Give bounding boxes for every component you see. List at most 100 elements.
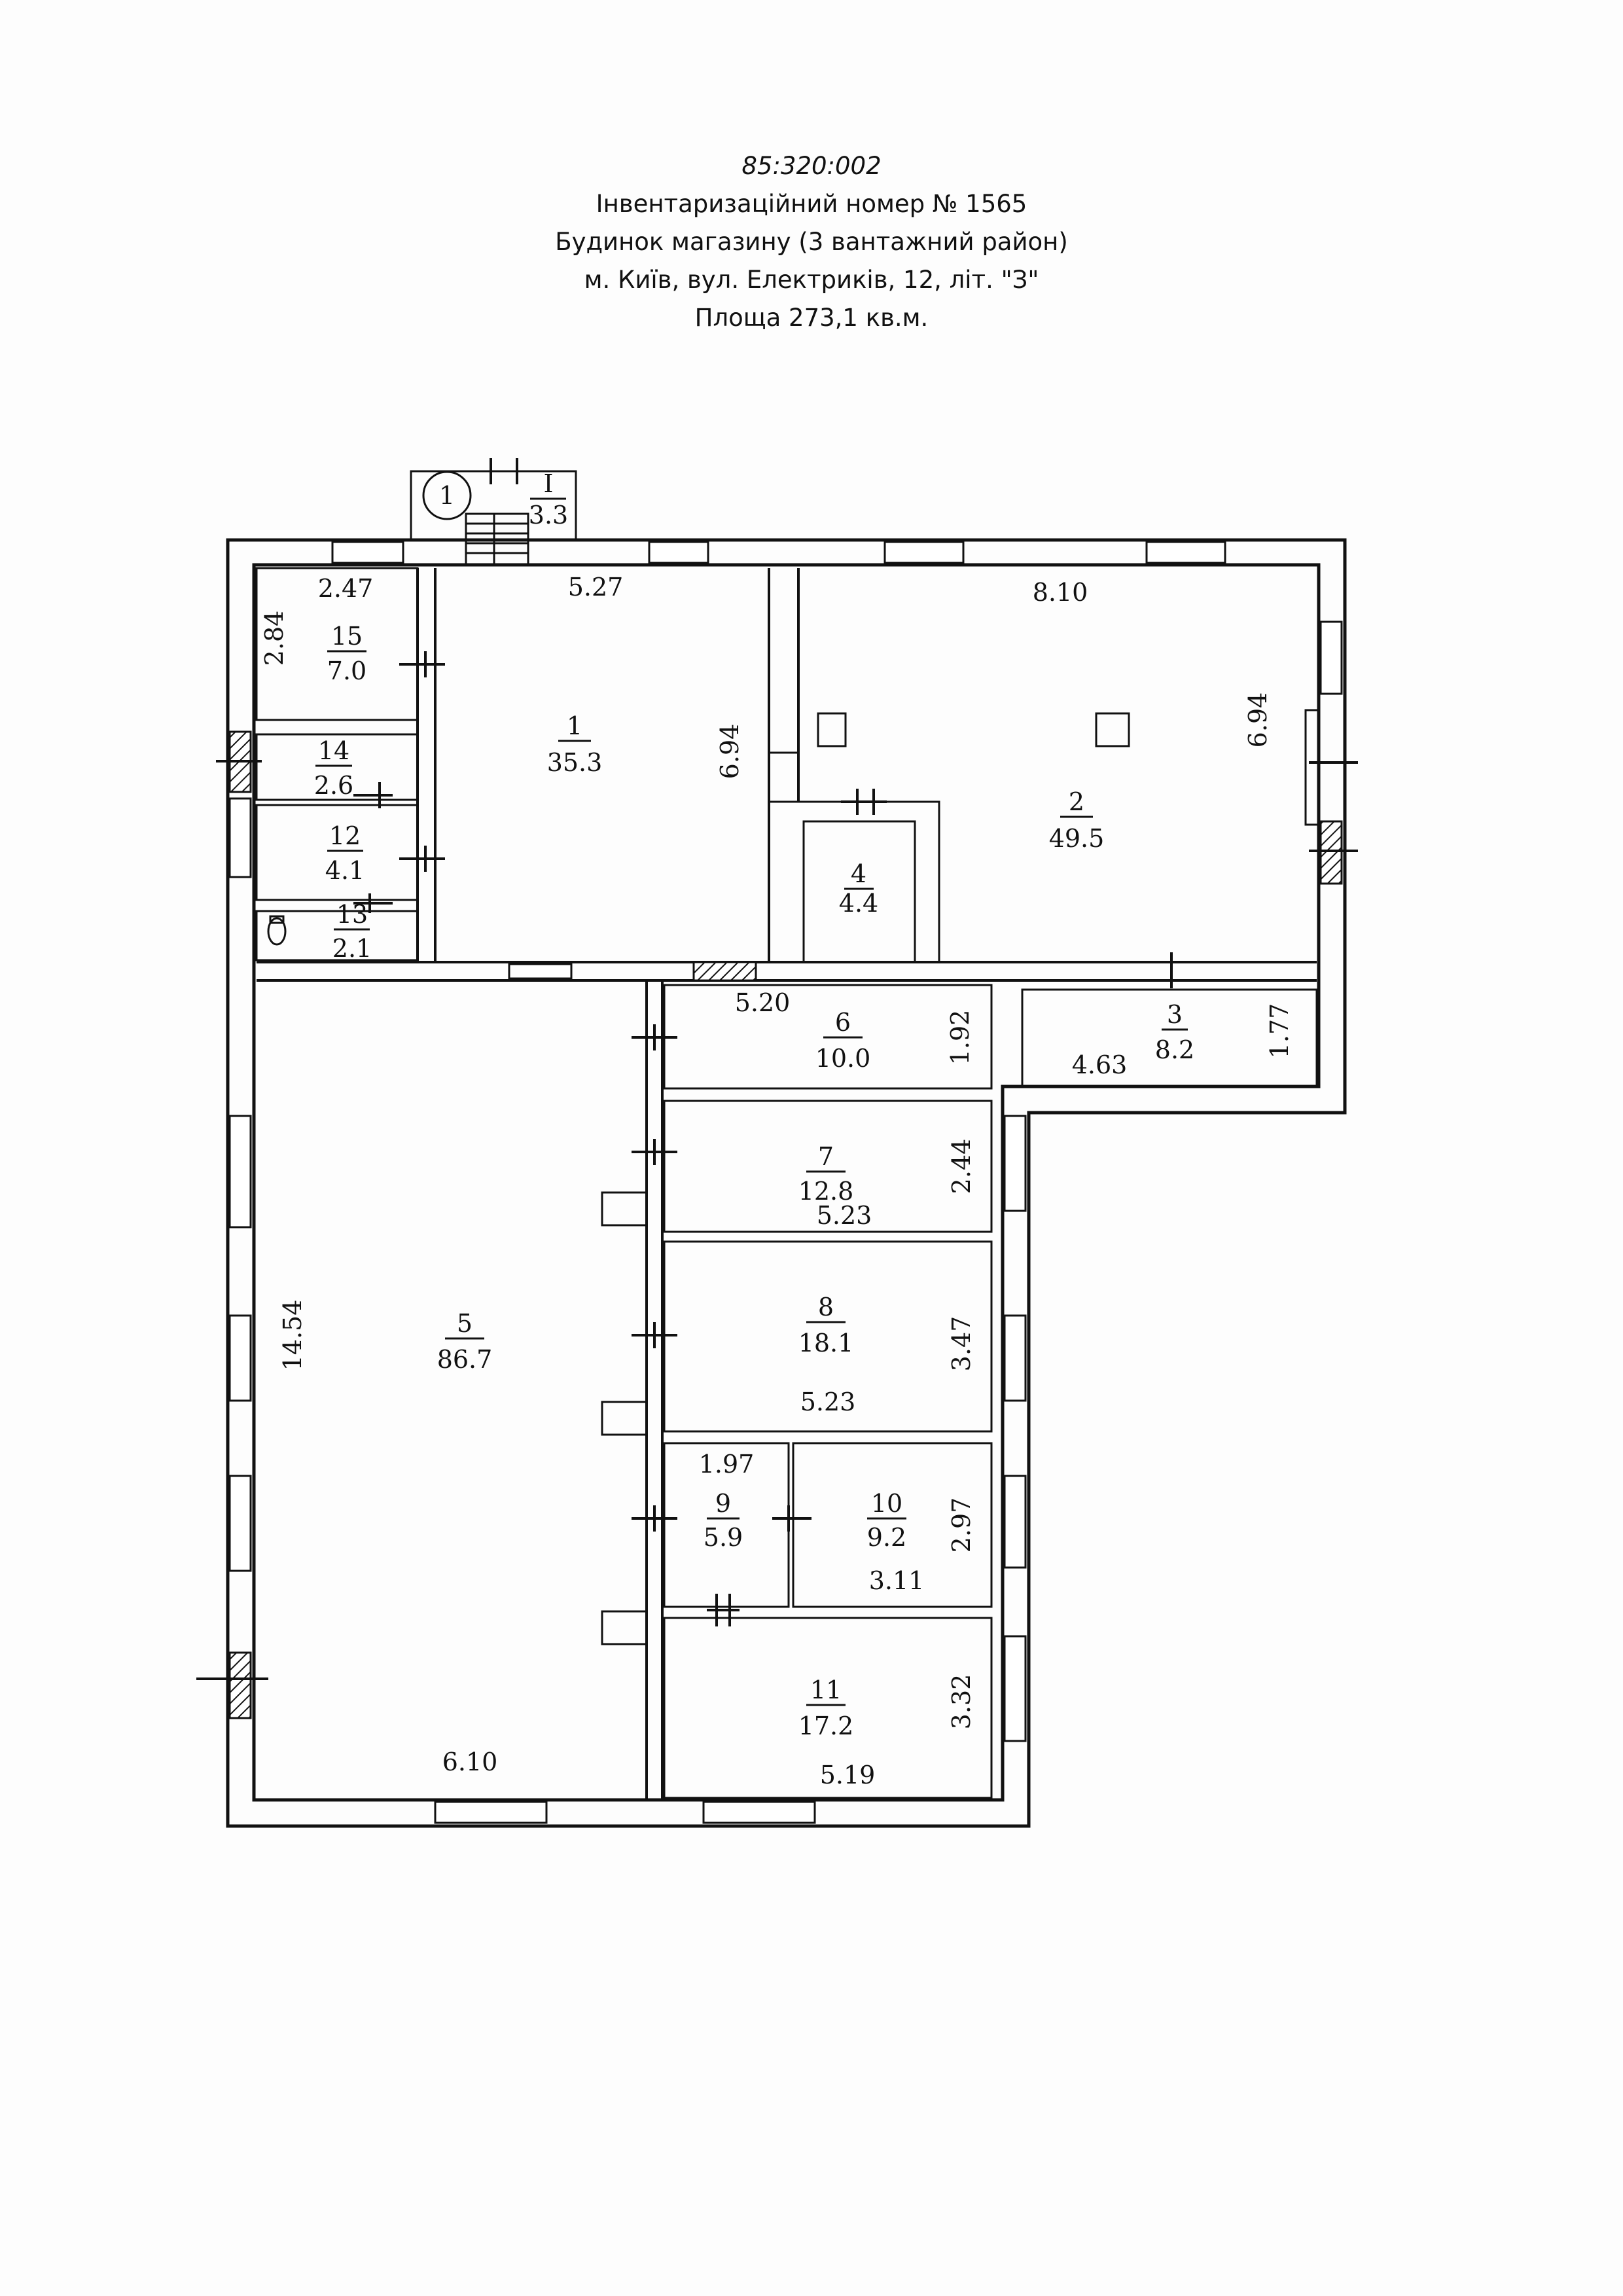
room-number: 12 <box>329 821 361 850</box>
window <box>1003 1115 1027 1212</box>
room-labels: 1 35.3 2 49.5 3 8.2 4 4.4 5 86.7 6 10.0 <box>314 469 1194 1740</box>
window <box>1003 1314 1027 1402</box>
room-5-label: 5 86.7 <box>437 1309 493 1374</box>
room-area: 4.1 <box>325 856 365 885</box>
room-number: 7 <box>818 1142 834 1171</box>
room-area: 7.0 <box>327 656 366 685</box>
room-6-label: 6 10.0 <box>815 1008 871 1073</box>
dimension-labels: 2.47 2.84 5.27 6.94 8.10 6.94 5.20 1.92 … <box>260 573 1294 1789</box>
window <box>508 963 573 980</box>
dimension: 6.94 <box>715 724 744 780</box>
room-7-label: 7 12.8 <box>798 1142 854 1206</box>
room-area: 2.1 <box>332 934 372 963</box>
room-area: 4.4 <box>839 889 878 918</box>
room-10-label: 10 9.2 <box>867 1489 906 1552</box>
room-11-label: 11 17.2 <box>798 1676 854 1740</box>
room-3-label: 3 8.2 <box>1155 1000 1194 1064</box>
interior-walls <box>255 567 1319 1800</box>
room-area: 10.0 <box>815 1044 871 1073</box>
window <box>331 541 404 564</box>
dimension: 3.47 <box>947 1316 976 1372</box>
dimension: 3.11 <box>869 1566 925 1595</box>
dimension: 2.97 <box>947 1498 976 1553</box>
room-12-label: 12 4.1 <box>325 821 365 885</box>
document-header: 85:320:002 Інвентаризаційний номер № 156… <box>0 147 1623 337</box>
dimension: 5.23 <box>800 1388 856 1416</box>
total-area: Площа 273,1 кв.м. <box>694 304 929 332</box>
entrance-marker-label: 1 <box>439 481 455 510</box>
toilet-icon <box>267 915 287 946</box>
room-9-label: 9 5.9 <box>704 1489 743 1552</box>
room-number: 1 <box>567 711 582 740</box>
room-number: 2 <box>1069 787 1084 816</box>
dimension: 14.54 <box>278 1300 307 1371</box>
dimension: 5.20 <box>735 988 791 1017</box>
dimension: 1.92 <box>946 1010 974 1066</box>
dimension: 2.44 <box>947 1139 976 1194</box>
window <box>1145 541 1226 564</box>
room-4-label: 4 4.4 <box>839 859 878 918</box>
room-area: 35.3 <box>547 748 603 777</box>
room-area: 8.2 <box>1155 1035 1194 1064</box>
room-area: 18.1 <box>798 1329 854 1357</box>
dimension: 1.97 <box>699 1450 755 1479</box>
window <box>1003 1475 1027 1569</box>
room-number: 4 <box>851 859 866 888</box>
room-number: 11 <box>810 1676 842 1704</box>
room-number: 3 <box>1167 1000 1183 1029</box>
window <box>228 1115 252 1229</box>
room-area: 12.8 <box>798 1177 854 1206</box>
room-area: 9.2 <box>867 1523 906 1552</box>
room-number: 6 <box>835 1008 851 1037</box>
room-2-label: 2 49.5 <box>1049 787 1105 853</box>
room-13-label: 13 2.1 <box>332 900 372 963</box>
room-area: 3.3 <box>529 501 568 529</box>
room-area: 5.9 <box>704 1523 743 1552</box>
inventory-number: Інвентаризаційний номер № 1565 <box>596 190 1027 218</box>
dimension: 4.63 <box>1072 1050 1128 1079</box>
dimension: 5.23 <box>817 1201 872 1230</box>
room-area: 86.7 <box>437 1345 493 1374</box>
room-15-label: 15 7.0 <box>327 622 366 685</box>
window <box>883 541 965 564</box>
windows <box>228 541 1343 1824</box>
room-14-label: 14 2.6 <box>314 736 353 800</box>
room-number: 8 <box>818 1293 834 1321</box>
entrance-marker-circle <box>422 471 472 520</box>
dimension: 3.32 <box>947 1674 976 1730</box>
door-marks <box>196 651 1358 1680</box>
cadastral-code: 85:320:002 <box>741 152 882 180</box>
room-number: 9 <box>715 1489 731 1518</box>
room-number: 15 <box>331 622 363 651</box>
room-1-label: 1 35.3 <box>547 711 603 777</box>
dimension: 6.94 <box>1243 692 1272 748</box>
room-number: 10 <box>871 1489 902 1518</box>
window <box>434 1801 548 1824</box>
room-area: 17.2 <box>798 1712 854 1740</box>
room-I-label: I 3.3 <box>529 469 568 529</box>
window <box>228 797 252 878</box>
room-area: 49.5 <box>1049 824 1105 853</box>
room-number: 13 <box>336 900 368 929</box>
room-area: 2.6 <box>314 771 353 800</box>
dimension: 2.84 <box>260 611 289 666</box>
dimension: 5.19 <box>820 1761 876 1789</box>
room-number: 14 <box>318 736 349 765</box>
window <box>648 541 709 564</box>
dimension: 6.10 <box>442 1748 498 1776</box>
dimension: 5.27 <box>568 573 624 601</box>
dimension: 2.47 <box>318 574 374 603</box>
outer-walls <box>226 538 1347 1828</box>
room-number: 5 <box>457 1309 473 1338</box>
building-name: Будинок магазину (3 вантажний район) <box>555 228 1068 256</box>
window <box>702 1801 816 1824</box>
hatched-blocks <box>228 730 1343 1719</box>
window <box>1319 620 1343 695</box>
window <box>228 1475 252 1572</box>
window <box>1003 1635 1027 1742</box>
dimension: 8.10 <box>1033 578 1088 607</box>
entrance-porch: 1 <box>410 458 577 566</box>
address: м. Київ, вул. Електриків, 12, літ. "З" <box>584 266 1039 294</box>
room-number: I <box>543 469 553 498</box>
